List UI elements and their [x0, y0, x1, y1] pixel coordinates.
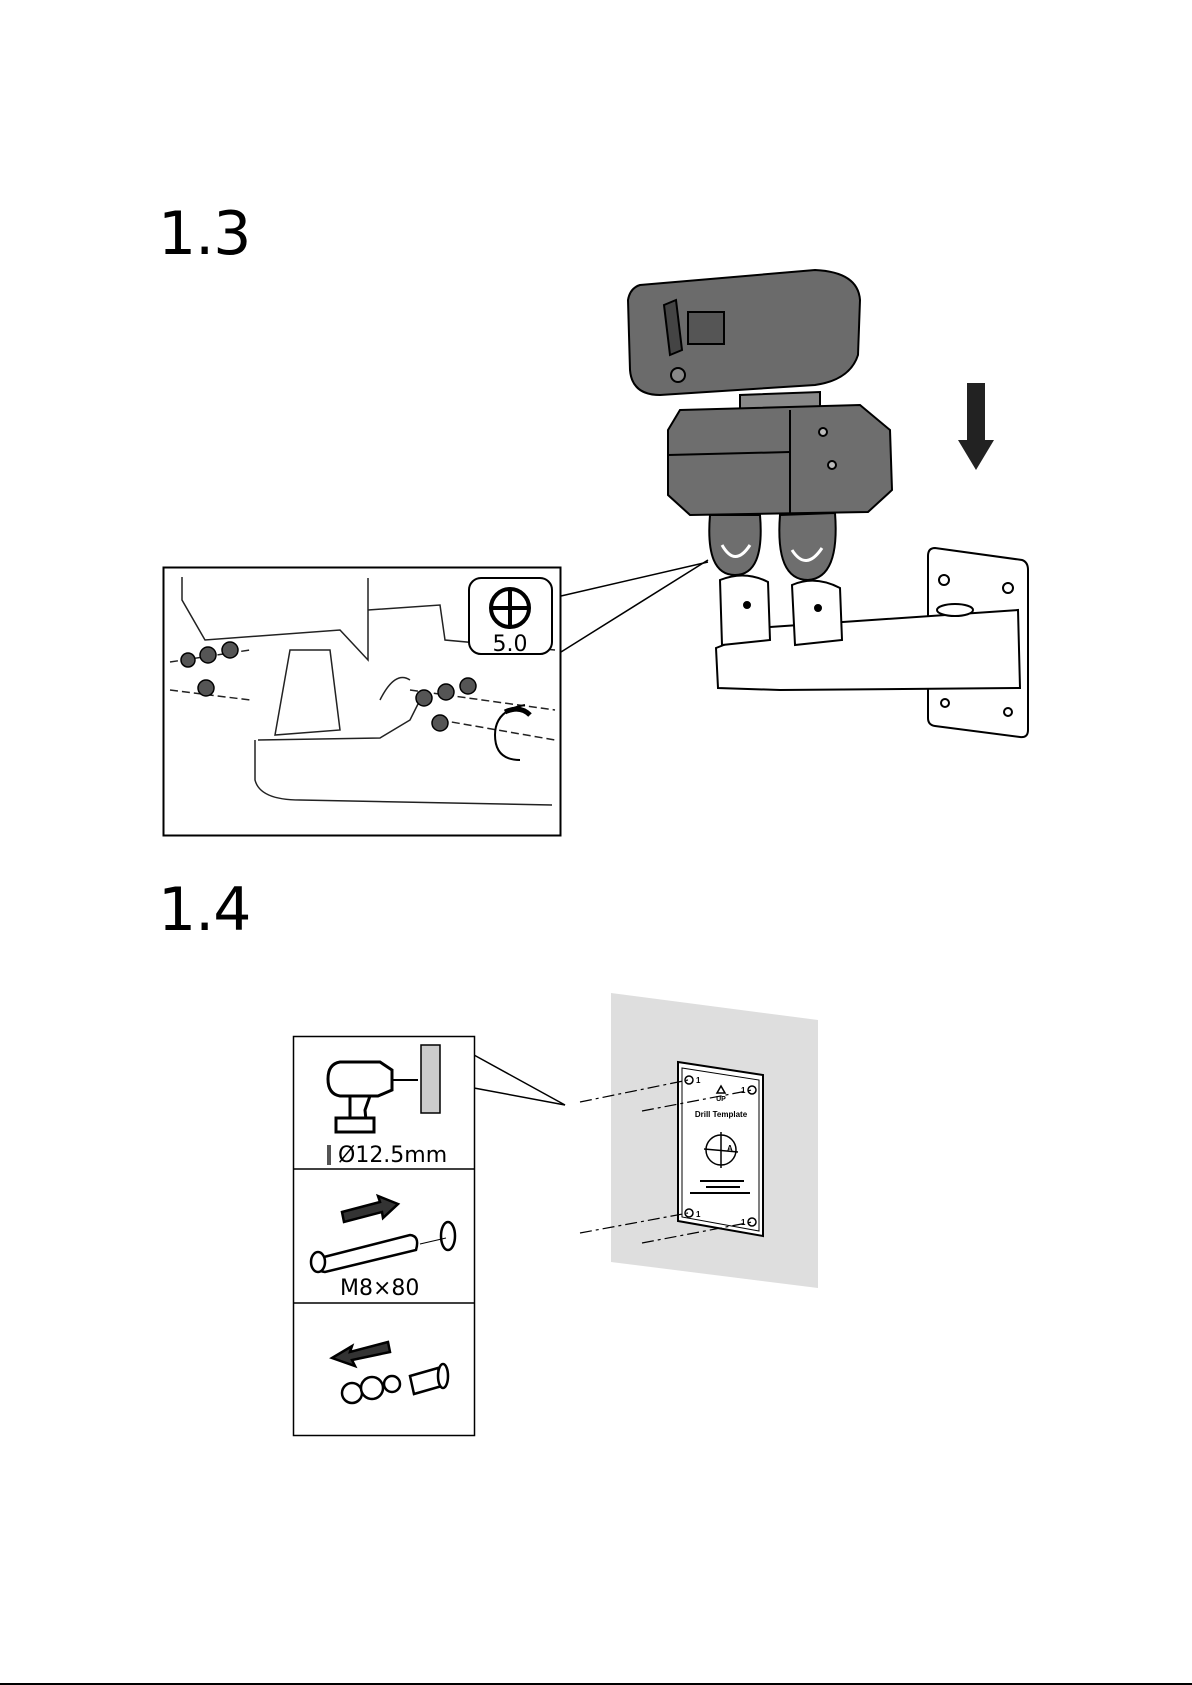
step-number-1-4: 1.4 [158, 875, 251, 945]
drill-bit-icon [327, 1145, 331, 1165]
drill-template-title: Drill Template [695, 1110, 748, 1119]
anchor-size-label: M8×80 [340, 1276, 419, 1301]
rotate-clockwise-icon [493, 704, 532, 761]
center-label: A [727, 1144, 733, 1153]
detail-inset-screw-fastening: 5.0 [162, 566, 562, 837]
hole-label: 1 [696, 1210, 701, 1219]
tool-badge: 5.0 [468, 577, 553, 657]
step-number-1-3: 1.3 [158, 199, 251, 269]
expansion-anchor-icon [309, 1193, 457, 1274]
tool-size-label: 5.0 [493, 632, 528, 657]
wall-with-drill-template: 1 1 1 1 UP Drill Template A [579, 993, 818, 1288]
wall-bracket [714, 546, 1029, 739]
up-label: UP [716, 1096, 726, 1103]
drill-guide-lines [579, 1079, 753, 1244]
camera-ptz-unit [626, 268, 894, 582]
screw-nuts [180, 641, 477, 732]
hole-label: 1 [741, 1086, 746, 1095]
template-fine-print [690, 1180, 750, 1194]
down-arrow-icon [958, 383, 994, 470]
callout-lines [473, 559, 709, 1106]
phillips-screwdriver-icon [489, 587, 531, 629]
nut-washer-removal-icon [329, 1340, 450, 1405]
drill-icon [326, 1044, 441, 1134]
hole-label: 1 [741, 1218, 746, 1227]
page-bottom-rule [0, 1683, 1192, 1685]
drill-diameter-label: Ø12.5mm [338, 1143, 447, 1168]
hole-label: 1 [696, 1076, 701, 1085]
tools-panel: Ø12.5mm M8×80 [292, 1035, 476, 1437]
